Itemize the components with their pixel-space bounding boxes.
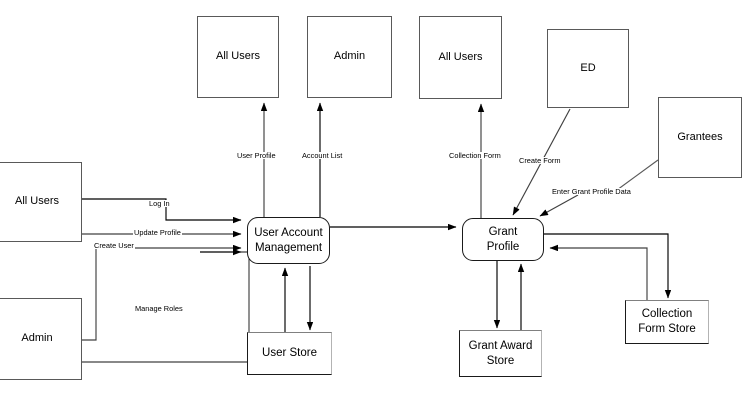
store-label: Collection Form Store (638, 307, 696, 337)
flow-label-manage-roles: Manage Roles (134, 304, 184, 313)
external-entity-all-users-top-2[interactable]: All Users (419, 16, 502, 99)
flow-label-account-list: Account List (301, 151, 344, 160)
entity-label: All Users (14, 195, 59, 208)
store-label-line2: Store (486, 354, 515, 367)
entity-label: Grantees (677, 130, 723, 143)
process-label-line2: Management (254, 241, 323, 254)
external-entity-all-users-left[interactable]: All Users (0, 162, 82, 242)
data-store-grant-award-store[interactable]: Grant Award Store (459, 330, 542, 377)
flow-enter-grant-profile-data (616, 159, 659, 191)
data-store-collection-form-store[interactable]: Collection Form Store (625, 300, 709, 344)
external-entity-admin-top[interactable]: Admin (307, 16, 392, 98)
store-label-line2: Form Store (638, 323, 696, 335)
flow-label-log-in: Log In (148, 199, 171, 208)
entity-label: Admin (333, 50, 366, 63)
flow-collectionform-write (544, 233, 672, 299)
process-label: Grant Profile (487, 225, 520, 255)
process-user-account-management[interactable]: User Account Management (247, 217, 330, 264)
store-label: Grant Award Store (469, 339, 533, 369)
flow-label-create-form: Create Form (518, 156, 562, 165)
entity-label: ED (580, 61, 596, 74)
store-label-line1: User Store (262, 347, 317, 360)
process-label: User Account Management (254, 226, 322, 256)
flow-log-in (82, 198, 242, 224)
store-label: User Store (262, 346, 317, 361)
flow-label-update-profile: Update Profile (133, 228, 182, 237)
entity-label: Admin (21, 332, 53, 345)
external-entity-ed[interactable]: ED (547, 29, 629, 108)
flow-label-enter-grant-profile-data: Enter Grant Profile Data (551, 187, 632, 196)
entity-label: All Users (215, 50, 260, 63)
store-label-line1: Collection (641, 308, 693, 321)
flow-enter-grant-profile-data-arrow (539, 194, 579, 217)
external-entity-grantees[interactable]: Grantees (658, 97, 742, 178)
flow-collectionform-read (549, 244, 648, 300)
store-label-line1: Grant Award (468, 339, 533, 352)
entity-label: All Users (438, 50, 483, 63)
process-label-line1: Grant (488, 225, 518, 238)
process-grant-profile[interactable]: Grant Profile (462, 218, 544, 261)
flow-label-user-profile: User Profile (236, 151, 277, 160)
flow-label-create-user: Create User (93, 241, 135, 250)
data-store-user-store[interactable]: User Store (247, 332, 332, 375)
flow-label-collection-form: Collection Form (448, 151, 502, 160)
flow-manage-roles (82, 251, 250, 363)
process-label-line1: User Account (254, 226, 323, 239)
flow-create-user (82, 244, 242, 341)
process-label-line2: Profile (486, 240, 520, 253)
external-entity-admin-left[interactable]: Admin (0, 298, 82, 380)
external-entity-all-users-top-1[interactable]: All Users (197, 16, 279, 98)
